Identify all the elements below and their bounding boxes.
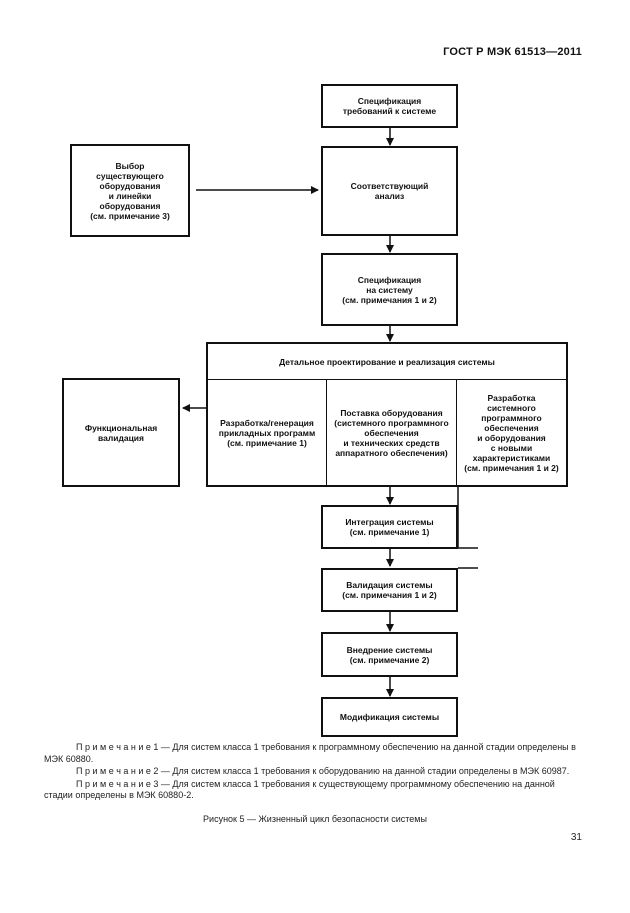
- note-2-label: П р и м е ч а н и е 2: [76, 766, 159, 776]
- detailed-design-block: Детальное проектирование и реализация си…: [206, 342, 568, 487]
- box-system-validation: Валидация системы (см. примечания 1 и 2): [321, 568, 458, 612]
- box-system-modification: Модификация системы: [321, 697, 458, 737]
- figure-caption: Рисунок 5 — Жизненный цикл безопасности …: [203, 814, 427, 824]
- box-existing-equipment: Выбор существующего оборудования и линей…: [70, 144, 190, 237]
- detailed-design-title: Детальное проектирование и реализация си…: [208, 344, 566, 380]
- box-system-spec: Спецификация на систему (см. примечания …: [321, 253, 458, 326]
- page-number: 31: [570, 832, 582, 843]
- box-system-integration: Интеграция системы (см. примечание 1): [321, 505, 458, 549]
- note-1-label: П р и м е ч а н и е 1: [76, 742, 159, 752]
- note-1-text: — Для систем класса 1 требования к прогр…: [44, 742, 576, 764]
- note-2: П р и м е ч а н и е 2 — Для систем класс…: [44, 766, 584, 778]
- notes-section: П р и м е ч а н и е 1 — Для систем класс…: [44, 742, 584, 803]
- note-3-text: — Для систем класса 1 требования к сущес…: [44, 778, 555, 801]
- cell-app-programs: Разработка/генерация прикладных программ…: [208, 380, 327, 485]
- box-conformity-analysis: Соответствующий анализ: [321, 146, 458, 236]
- box-spec-requirements: Спецификация требований к системе: [321, 84, 458, 128]
- note-1: П р и м е ч а н и е 1 — Для систем класс…: [44, 742, 584, 765]
- standard-header: ГОСТ Р МЭК 61513—2011: [443, 46, 582, 58]
- cell-equipment-supply: Поставка оборудования (системного програ…: [327, 380, 457, 485]
- cell-system-software: Разработка системного программного обесп…: [464, 392, 559, 473]
- box-system-deployment: Внедрение системы (см. примечание 2): [321, 632, 458, 677]
- note-3-label: П р и м е ч а н и е 3: [76, 778, 159, 789]
- note-3: П р и м е ч а н и е 3 — Для систем класс…: [44, 779, 584, 802]
- note-2-text: — Для систем класса 1 требования к обору…: [158, 766, 570, 776]
- box-functional-validation: Функциональная валидация: [62, 378, 180, 487]
